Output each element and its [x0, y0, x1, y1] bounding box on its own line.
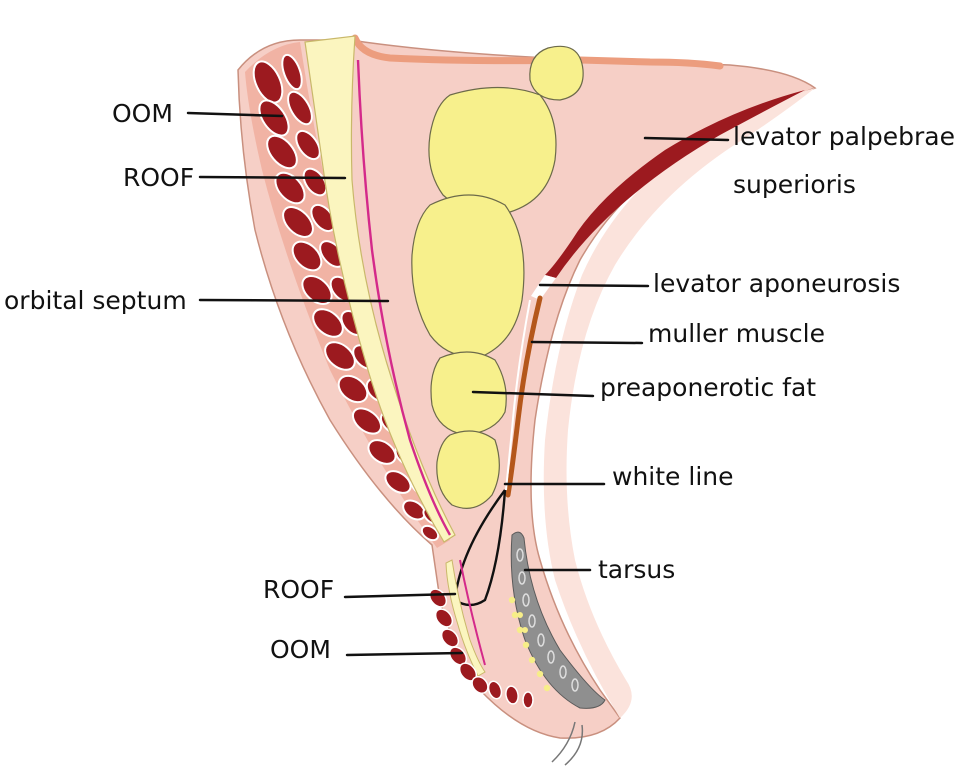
orbital-septum-lower	[459, 559, 486, 666]
label-levator-palpebrae-line2: superioris	[733, 170, 856, 199]
label-tarsus: tarsus	[598, 555, 675, 584]
aponeurosis-white-extension	[505, 299, 531, 491]
roof-lower	[445, 559, 486, 677]
leader-oom-top	[186, 111, 284, 118]
label-roof-bottom: ROOF	[263, 575, 334, 604]
label-orbital-septum: orbital septum	[4, 286, 187, 315]
leader-roof-top	[198, 175, 347, 180]
conjunctiva-band	[543, 88, 815, 718]
label-roof-top: ROOF	[123, 163, 194, 192]
roof-upper	[304, 35, 456, 543]
eyelashes	[551, 721, 584, 766]
label-white-line: white line	[612, 462, 733, 491]
label-levator-palpebrae-line1: levator palpebrae	[733, 122, 955, 151]
orbital-septum-line	[356, 59, 452, 536]
muller-muscle-band	[505, 295, 543, 498]
levator-aponeurosis-band	[531, 275, 556, 300]
orbital-fat	[411, 45, 584, 509]
leader-preaponerotic-fat	[471, 390, 595, 398]
orbital-roof-bone	[351, 34, 724, 70]
oom-lower-muscle	[428, 588, 534, 709]
label-preaponerotic-fat: preaponerotic fat	[600, 373, 816, 402]
label-muller-muscle: muller muscle	[648, 319, 825, 348]
label-oom-top: OOM	[112, 99, 173, 128]
label-levator-aponeurosis: levator aponeurosis	[653, 269, 900, 298]
white-line-loop	[453, 489, 507, 607]
leader-orbital-septum	[198, 298, 390, 303]
meibomian-glands	[516, 548, 579, 692]
leader-levator-aponeurosis	[538, 283, 650, 288]
leader-roof-bottom	[343, 592, 457, 599]
leader-muller-muscle	[530, 340, 644, 345]
leader-oom-bottom	[345, 651, 464, 657]
eyelid-skin	[237, 39, 817, 739]
leader-levator-palpebrae	[643, 136, 730, 142]
label-oom-bottom: OOM	[270, 635, 331, 664]
tarsal-fat-dots	[508, 596, 551, 692]
